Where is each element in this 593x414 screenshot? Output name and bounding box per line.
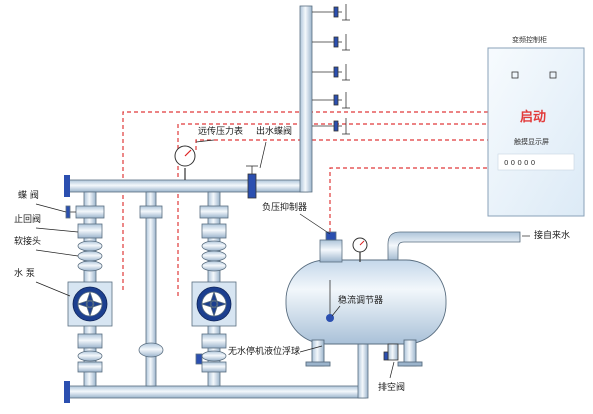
label-float-ball: 无水停机液位浮球 <box>228 345 300 357</box>
label-drain-valve: 排空阀 <box>378 381 405 393</box>
label-touch-screen: 触摸显示屏 <box>514 137 549 146</box>
riser-branch-valves <box>312 4 350 135</box>
label-check-valve: 止回阀 <box>14 213 41 225</box>
leader-lines <box>35 139 530 379</box>
label-water-pump: 水 泵 <box>14 267 35 279</box>
indicator-light-1 <box>511 71 519 79</box>
label-stabilizer: 稳流调节器 <box>338 294 383 306</box>
pipe-end-cap-bottom <box>64 381 70 403</box>
pump-unit-2 <box>191 191 237 387</box>
outlet-butterfly-valve <box>246 165 258 199</box>
label-outlet-valve: 出水蝶阀 <box>256 125 292 137</box>
screen-readout: 0 0 0 0 0 <box>504 159 535 167</box>
tank-pressure-gauge <box>352 237 368 262</box>
start-button[interactable]: 启动 <box>520 109 546 125</box>
indicator-light-2 <box>549 71 557 79</box>
stabilizer-tank <box>285 259 447 367</box>
remote-pressure-gauge <box>174 145 196 180</box>
label-control-cabinet: 变频控制柜 <box>512 35 547 44</box>
control-wiring <box>122 111 488 296</box>
bypass-pipe <box>138 191 164 387</box>
drain-valve-body <box>383 343 399 361</box>
touch-screen[interactable] <box>497 153 575 171</box>
pump-unit-1 <box>65 191 113 387</box>
label-butterfly-valve: 蝶 阀 <box>18 189 39 201</box>
pipe-end-cap-top <box>64 175 70 197</box>
main-pipes <box>67 5 521 399</box>
control-cabinet <box>487 47 585 217</box>
label-tap-water: 接自来水 <box>534 229 570 241</box>
negative-pressure-suppressor <box>319 231 343 263</box>
label-remote-gauge: 远传压力表 <box>198 125 243 137</box>
label-soft-joint: 软接头 <box>14 235 41 247</box>
label-neg-pressure: 负压抑制器 <box>262 201 307 213</box>
